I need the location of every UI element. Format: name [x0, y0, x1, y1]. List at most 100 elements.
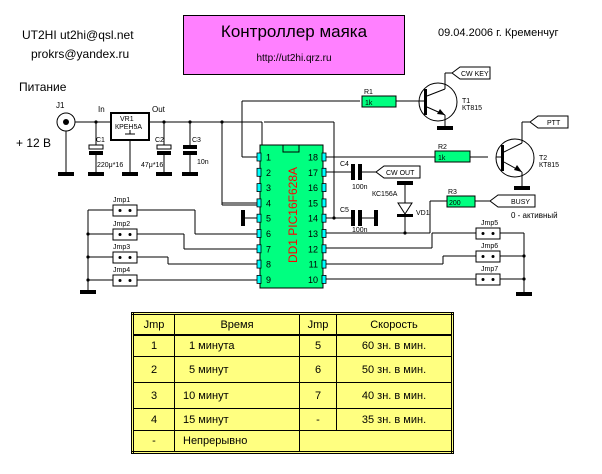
chip-pin: [256, 244, 262, 254]
t2-type: КТ815: [539, 162, 559, 169]
chip-pin: [321, 183, 327, 193]
chip-pin: [321, 274, 327, 284]
capacitor-c4-icon: [351, 164, 362, 180]
cell-empty: [299, 430, 453, 453]
table-row: 1 1 минута 5 60 зн. в мин.: [132, 334, 453, 357]
cell: 3: [132, 382, 175, 409]
chip-pin: [256, 167, 262, 177]
t1-ref: T1: [462, 98, 470, 105]
capacitor-c5-icon: [351, 210, 378, 226]
jmp1-label: Jmp1: [113, 197, 130, 204]
reg-in-label: In: [98, 105, 105, 114]
reg-name: VR1: [120, 116, 134, 123]
chip-pin-number: 17: [308, 168, 318, 178]
diode-ref: VD1: [416, 210, 430, 217]
chip-pin-number: 4: [266, 198, 271, 208]
cell: -: [299, 408, 337, 431]
title-url: http://ut2hi.qrz.ru: [256, 53, 332, 64]
chip-pin-number: 1: [266, 153, 271, 163]
zener-diode-icon: [397, 202, 413, 217]
c5-value: 100n: [352, 227, 368, 234]
chip-pin-number: 6: [266, 229, 271, 239]
resistor-r3: [446, 195, 476, 208]
table-row: 4 15 минут - 35 зн. в мин.: [132, 408, 453, 431]
chip-pin-number: 10: [308, 275, 318, 285]
table-header-row: Jmp Время Jmp Скорость: [132, 313, 453, 336]
port-busy-label: BUSY: [511, 199, 530, 206]
chip-pin-number: 13: [308, 229, 318, 239]
cell: 35 зн. в мин.: [336, 408, 453, 431]
ground-icon: [88, 172, 104, 176]
chip-pin: [256, 183, 262, 193]
jumper-jmp6: [475, 250, 501, 263]
c5-ref: C5: [340, 207, 349, 214]
r1-ref: R1: [364, 89, 373, 96]
reg-type: КРЕН5А: [115, 124, 142, 131]
jumper-table: Jmp Время Jmp Скорость 1 1 минута 5 60 з…: [131, 312, 454, 454]
chip-pin-number: 9: [266, 275, 271, 285]
cell: 5 минут: [174, 356, 300, 383]
jumper-jmp3: [112, 251, 138, 264]
chip-pin-number: 11: [309, 260, 318, 270]
header-jmp: Jmp: [132, 313, 175, 336]
jumper-jmp4: [112, 274, 138, 287]
port-cw-out-label: CW OUT: [386, 170, 415, 177]
diode-type: КС156А: [372, 191, 398, 198]
ground-icon: [516, 292, 532, 296]
port-cw-key: [451, 66, 491, 80]
power-label: Питание: [19, 80, 67, 94]
cell: 7: [299, 382, 337, 409]
chip-pin-number: 7: [266, 244, 271, 254]
cell: 2: [132, 356, 175, 383]
page-title: Контроллер маяка: [220, 22, 368, 41]
chip-pin-number: 5: [266, 214, 271, 224]
c3-ref: C3: [192, 137, 201, 144]
reg-out-label: Out: [152, 105, 166, 114]
ground-icon: [122, 172, 138, 176]
port-ptt: [529, 115, 569, 129]
chip-pin-number: 15: [308, 198, 318, 208]
c1-ref: C1: [96, 137, 105, 144]
t2-ref: T2: [539, 155, 547, 162]
chip-pin-number: 14: [308, 214, 318, 224]
table-row: 2 5 минут 6 50 зн. в мин.: [132, 356, 453, 383]
header-time: Время: [174, 313, 300, 336]
resistor-r1: [361, 95, 397, 108]
cell: 60 зн. в мин.: [336, 334, 453, 357]
chip-pin: [256, 229, 262, 238]
table-row: 3 10 минут 7 40 зн. в мин.: [132, 382, 453, 409]
cell: 5: [299, 334, 337, 357]
cell: 4: [132, 408, 175, 431]
cell: 6: [299, 356, 337, 383]
date-place: 09.04.2006 г. Кременчуг: [438, 27, 559, 39]
ground-icon: [156, 172, 172, 176]
author-email-2: prokrs@yandex.ru: [31, 47, 130, 61]
diode-supply-bar: [397, 181, 413, 185]
jumper-jmp7: [475, 273, 501, 286]
header-jmp2: Jmp: [299, 313, 337, 336]
connector-label: J1: [56, 101, 65, 110]
ground-icon: [241, 210, 245, 226]
chip-pin: [321, 152, 327, 162]
jmp3-label: Jmp3: [113, 244, 130, 251]
resistor-r2: [434, 150, 471, 163]
chip-pin-number: 8: [266, 260, 271, 270]
c2-ref: C2: [155, 137, 164, 144]
r1-value: 1k: [365, 100, 373, 107]
table-row: - Непрерывно: [132, 430, 453, 453]
cell: 10 минут: [174, 382, 300, 409]
busy-note: 0 - активный: [511, 211, 558, 220]
c1-value: 220μ*16: [97, 162, 123, 169]
port-cw-key-label: CW KEY: [461, 71, 489, 78]
chip-pin: [256, 198, 262, 208]
jmp2-label: Jmp2: [113, 221, 130, 228]
jumper-jmp2: [112, 228, 138, 241]
r2-value: 1k: [438, 155, 446, 162]
port-busy: [489, 194, 536, 208]
cell: 50 зн. в мин.: [336, 356, 453, 383]
cell: 1 минута: [174, 334, 300, 357]
capacitor-c1-icon: [88, 144, 104, 155]
port-ptt-label: PTT: [547, 120, 561, 127]
jumper-jmp1: [112, 204, 138, 217]
